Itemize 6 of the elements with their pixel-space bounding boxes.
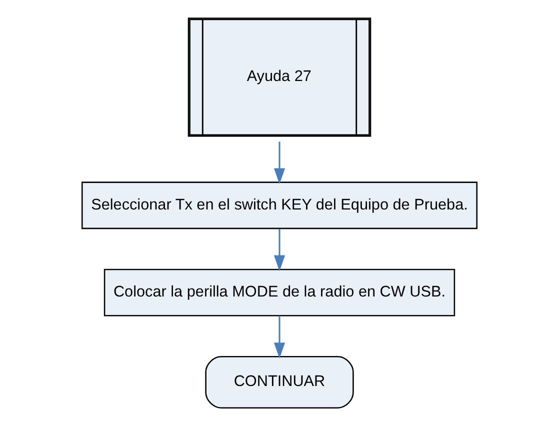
- node-box: Colocar la perilla MODE de la radio en CW USB.: [103, 268, 455, 316]
- arrow: [273, 228, 285, 272]
- arrow: [273, 316, 285, 359]
- node-box: Seleccionar Tx en el switch KEY del Equipo de Prueba.: [80, 182, 478, 230]
- node-box: CONTINUAR: [204, 356, 354, 409]
- arrow: [273, 142, 285, 184]
